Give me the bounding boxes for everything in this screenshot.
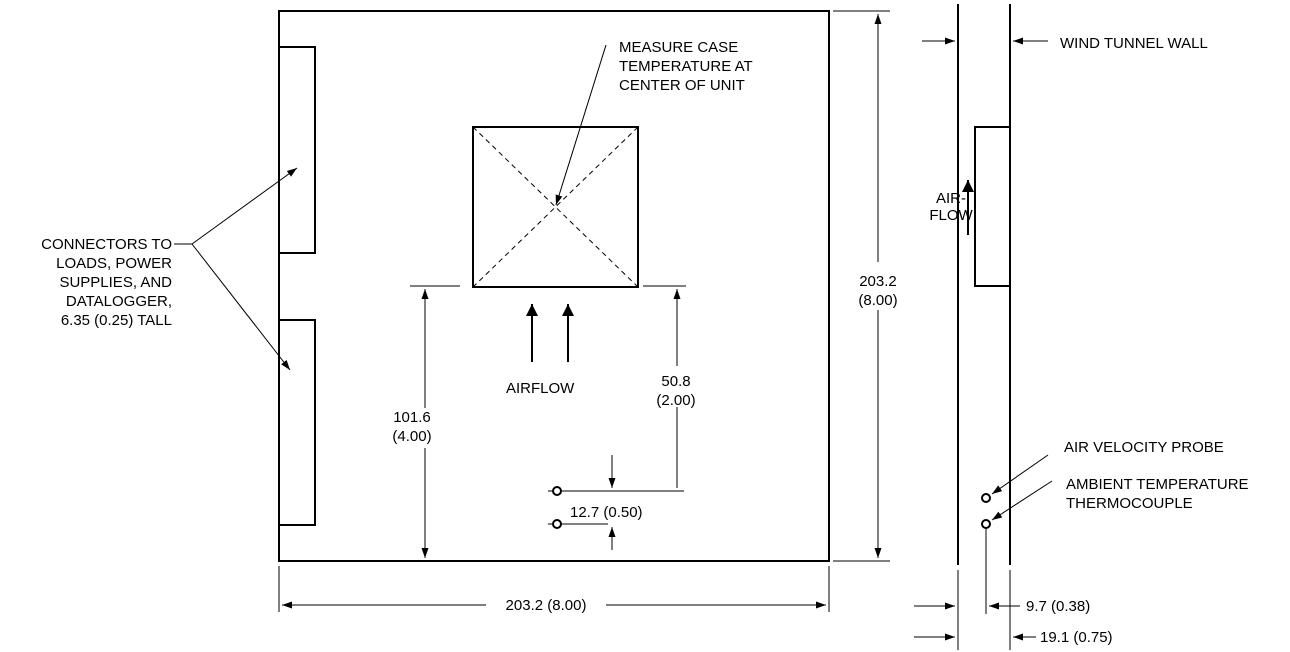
dim-9-7-label: 9.7 (0.38) [1026, 598, 1090, 615]
wind-tunnel-wall-label: WIND TUNNEL WALL [1060, 35, 1208, 52]
connectors-label-line4: DATALOGGER, [66, 293, 172, 310]
connectors-label-line1: CONNECTORS TO [41, 236, 172, 253]
air-velocity-probe-label: AIR VELOCITY PROBE [1064, 439, 1224, 456]
dimension-height-203-2: 203.2 (8.00) [833, 10, 898, 562]
measure-label-line1: MEASURE CASE [619, 39, 738, 56]
connectors-label-line5: 6.35 (0.25) TALL [61, 312, 172, 329]
ambient-label-line1: AMBIENT TEMPERATURE [1066, 476, 1249, 493]
wind-tunnel-side-view: WIND TUNNEL WALL AIR- FLOW AIR VELOCITY … [914, 4, 1249, 650]
dim-height-value: 203.2 [859, 273, 897, 290]
air-velocity-probe [981, 493, 991, 503]
ambient-label-line2: THERMOCOUPLE [1066, 495, 1193, 512]
dimension-101-6: 101.6 (4.00) [392, 285, 460, 558]
airflow-label: AIRFLOW [506, 380, 575, 397]
measure-case-temperature-note: MEASURE CASE TEMPERATURE AT CENTER OF UN… [555, 39, 753, 206]
ambient-thermocouple [981, 519, 991, 529]
side-airflow-label-line2: FLOW [929, 207, 973, 224]
airflow-arrows: AIRFLOW [506, 304, 575, 397]
dim-12-7-label: 12.7 (0.50) [570, 504, 643, 521]
connectors-note: CONNECTORS TO LOADS, POWER SUPPLIES, AND… [41, 167, 298, 371]
dim-50-8-inch: (2.00) [656, 392, 695, 409]
dim-19-1-label: 19.1 (0.75) [1040, 629, 1113, 646]
side-airflow-label-line1: AIR- [936, 190, 966, 207]
connector-top [278, 46, 316, 254]
dimension-width-203-2: 203.2 (8.00) [278, 566, 830, 614]
dimension-50-8: 50.8 (2.00) [643, 285, 696, 488]
connector-bottom [278, 319, 316, 526]
dim-50-8-value: 50.8 [661, 373, 690, 390]
probe-holes: 12.7 (0.50) [548, 455, 684, 550]
measure-label-line2: TEMPERATURE AT [619, 58, 753, 75]
dim-width-label: 203.2 (8.00) [506, 597, 587, 614]
measure-label-line3: CENTER OF UNIT [619, 77, 745, 94]
dim-101-6-value: 101.6 [393, 409, 431, 426]
connectors-label-line3: SUPPLIES, AND [59, 274, 172, 291]
test-board [278, 10, 830, 562]
unit-under-test [472, 126, 639, 288]
dim-101-6-inch: (4.00) [392, 428, 431, 445]
dim-height-inch: (8.00) [858, 292, 897, 309]
side-view-unit [974, 126, 1011, 287]
connectors-label-line2: LOADS, POWER [56, 255, 172, 272]
